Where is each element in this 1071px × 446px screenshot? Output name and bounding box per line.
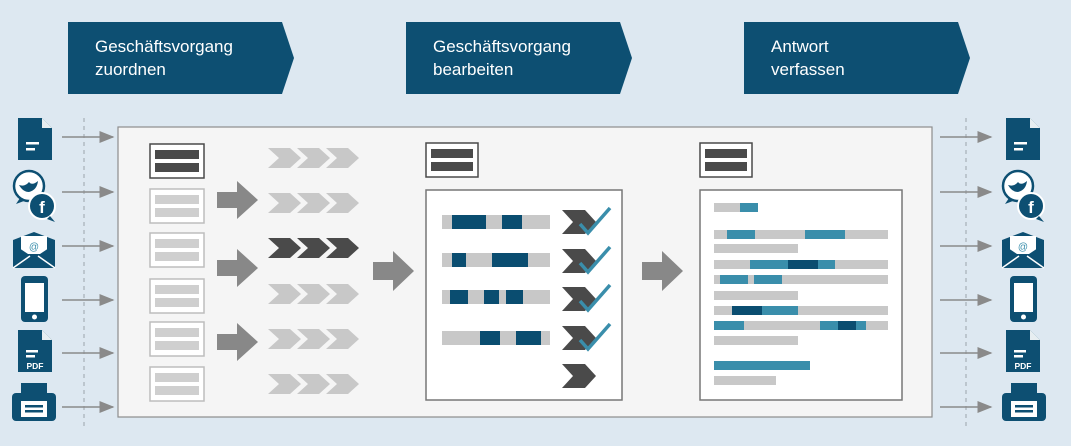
mobile-phone-icon — [21, 276, 48, 322]
task-rows — [442, 215, 550, 345]
fax-icon — [1002, 383, 1046, 421]
chevron-row — [268, 329, 359, 349]
chevron-row — [268, 148, 359, 168]
mobile-phone-icon — [1010, 276, 1037, 322]
svg-text:f: f — [39, 198, 45, 217]
step-assign-header: Geschäftsvorgang zuordnen — [68, 22, 294, 94]
pdf-icon-label: PDF — [1015, 361, 1032, 371]
chevron-row-selected — [268, 238, 359, 258]
step-assign-label: Geschäftsvorgang zuordnen — [95, 37, 233, 79]
inbox-card-list — [149, 188, 205, 402]
pdf-icon: PDF — [1006, 330, 1040, 372]
social-media-icon: f — [12, 169, 56, 222]
pdf-icon-label: PDF — [27, 361, 44, 371]
step-chevron-shape — [68, 22, 294, 94]
sort-arrows — [217, 181, 258, 361]
chevron-row — [268, 284, 359, 304]
chevron-row — [268, 193, 359, 213]
svg-text:@: @ — [1018, 242, 1028, 253]
step-process-header: Geschäftsvorgang bearbeiten — [406, 22, 632, 94]
response-header-card — [699, 142, 753, 178]
step-respond-label: Antwort verfassen — [771, 37, 845, 79]
category-chevrons — [268, 148, 359, 394]
document-icon — [18, 118, 52, 160]
input-arrows — [62, 131, 115, 413]
fax-icon — [12, 383, 56, 421]
check-icon — [562, 206, 612, 236]
inbox-card-lines — [155, 195, 199, 395]
process-header-card — [425, 142, 479, 178]
svg-text:@: @ — [29, 242, 39, 253]
task-checkmarks — [562, 206, 612, 388]
check-icon — [562, 283, 612, 313]
response-text-lines — [714, 203, 888, 385]
svg-text:f: f — [1028, 198, 1034, 217]
check-icon — [562, 322, 612, 352]
email-icon: @ — [1001, 232, 1045, 269]
output-arrows — [940, 131, 993, 413]
pending-chevron-icon — [562, 364, 596, 388]
check-icon — [562, 245, 612, 275]
flow-arrow — [642, 251, 683, 291]
step-respond-header: Antwort verfassen — [744, 22, 970, 94]
step-chevron-shape — [406, 22, 632, 94]
chevron-row — [268, 374, 359, 394]
email-icon: @ — [12, 232, 56, 269]
pdf-icon: PDF — [18, 330, 52, 372]
step-process-label: Geschäftsvorgang bearbeiten — [433, 37, 571, 79]
document-icon — [1006, 118, 1040, 160]
inbox-header-card — [149, 143, 205, 179]
flow-arrow — [373, 251, 414, 291]
social-media-icon: f — [1001, 169, 1045, 222]
step-chevron-shape — [744, 22, 970, 94]
